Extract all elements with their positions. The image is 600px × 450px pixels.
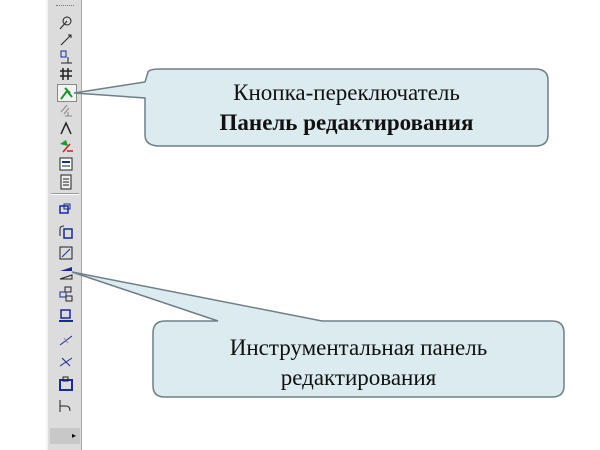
fillet-icon	[59, 400, 71, 412]
toolbar-scroll-button[interactable]: ▸	[50, 428, 80, 444]
deform-tool-button[interactable]	[57, 308, 75, 324]
move-icon	[59, 203, 71, 214]
report-icon	[59, 157, 73, 171]
report-tool-button[interactable]	[57, 156, 75, 172]
edit-toolbar: ▸	[46, 0, 82, 450]
callout-toolbar-line2: редактирования	[280, 365, 437, 390]
geometry-tool-button[interactable]	[57, 15, 75, 31]
document-tool-button[interactable]	[57, 174, 75, 190]
measure-icon	[60, 104, 72, 117]
toolbar-separator	[51, 193, 79, 195]
deform-icon	[59, 309, 73, 322]
select-tool-button[interactable]	[57, 120, 75, 136]
scale-icon	[59, 246, 73, 260]
callout-toggle-text: Кнопка-переключатель Панель редактирован…	[145, 78, 548, 138]
symmetry-icon	[59, 267, 73, 280]
rotate-tool-button[interactable]	[57, 224, 75, 240]
break-icon	[59, 357, 73, 367]
edit-panel-toggle-button[interactable]	[57, 84, 77, 102]
dimensions-icon	[60, 34, 72, 46]
break-tool-button[interactable]	[57, 354, 75, 370]
dimensions-tool-button[interactable]	[57, 32, 75, 48]
document-icon	[60, 174, 72, 190]
callout-toolbar-text: Инструментальная панель редактирования	[153, 333, 564, 393]
scale-tool-button[interactable]	[57, 245, 75, 261]
callout-bubble-toolbar	[71, 271, 565, 398]
symbols-icon	[60, 50, 72, 64]
symmetry-tool-button[interactable]	[57, 265, 75, 281]
trim-tool-button[interactable]	[57, 332, 75, 348]
grid-hash-icon	[60, 68, 72, 80]
clip-icon	[59, 376, 73, 391]
measure-tool-button[interactable]	[57, 102, 75, 118]
callout-bubble-toggle	[73, 68, 549, 147]
callout-toolbar-line1: Инструментальная панель	[229, 335, 488, 360]
copy-icon	[59, 286, 73, 302]
fillet-tool-button[interactable]	[57, 398, 75, 414]
spec-icon	[60, 140, 73, 153]
rotate-icon	[59, 225, 73, 239]
clip-tool-button[interactable]	[57, 376, 75, 392]
callout-toggle-line2: Панель редактирования	[219, 110, 474, 135]
move-tool-button[interactable]	[57, 202, 75, 218]
toolbar-grip[interactable]	[56, 5, 74, 8]
edit-toggle-icon	[60, 87, 73, 100]
callout-toggle-line1: Кнопка-переключатель	[233, 80, 460, 105]
copy-tool-button[interactable]	[57, 286, 75, 302]
parametrization-tool-button[interactable]	[57, 66, 75, 82]
spec-tool-button[interactable]	[57, 138, 75, 154]
trim-icon	[59, 335, 73, 346]
symbols-tool-button[interactable]	[57, 49, 75, 65]
geometry-icon	[59, 16, 72, 30]
arrow-right-icon: ▸	[71, 431, 76, 440]
compass-icon	[60, 121, 72, 135]
